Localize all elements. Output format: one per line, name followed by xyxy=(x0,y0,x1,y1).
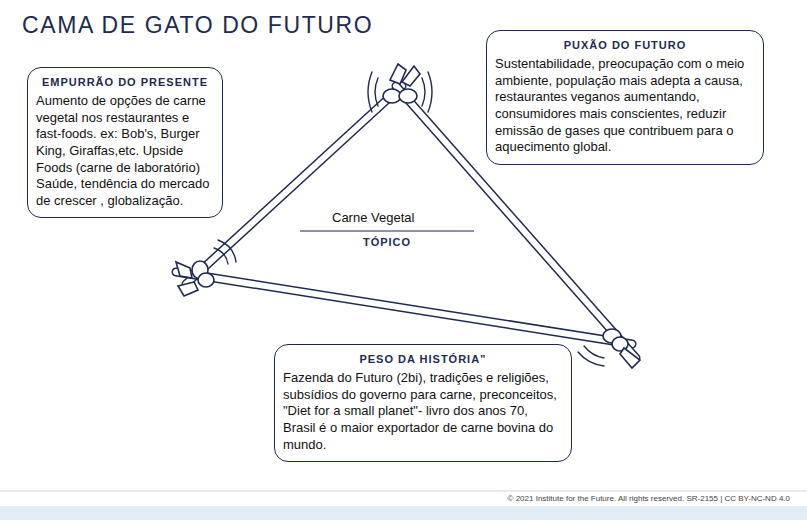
knot-tail xyxy=(178,282,198,296)
box-heading: EMPURRÃO DO PRESENTE xyxy=(36,76,214,88)
box-body: Fazenda do Futuro (2bi), tradições e rel… xyxy=(283,370,563,453)
force-box: EMPURRÃO DO PRESENTE Aumento de opções de… xyxy=(27,67,223,218)
diagram-title: CAMA DE GATO DO FUTURO xyxy=(22,12,373,39)
bottom-band xyxy=(0,506,807,520)
motion-arc xyxy=(375,78,378,106)
force-box: PESO DA HISTÓRIA” Fazenda do Futuro (2bi)… xyxy=(274,344,572,462)
footer-rule xyxy=(0,491,807,492)
box-heading: PUXÃO DO FUTURO xyxy=(495,39,755,51)
topic-rule xyxy=(300,231,474,232)
topic-caption: TÓPICO xyxy=(363,236,411,248)
knot xyxy=(198,273,214,287)
stick-fill xyxy=(176,272,632,344)
topic-text: Carne Vegetal xyxy=(332,210,414,225)
motion-arc xyxy=(214,248,228,264)
box-body: Sustentabilidade, preocupação com o meio… xyxy=(495,56,755,156)
box-heading: PESO DA HISTÓRIA” xyxy=(283,353,563,365)
motion-arc xyxy=(218,240,236,262)
knot xyxy=(399,89,417,103)
box-body: Aumento de opções de carne vegetal nos r… xyxy=(36,93,214,209)
motion-arc xyxy=(422,78,425,106)
force-box: PUXÃO DO FUTURO Sustentabilidade, preocup… xyxy=(486,30,764,165)
motion-arc xyxy=(368,72,372,112)
copyright-note: © 2021 Institute for the Future. All rig… xyxy=(508,494,790,503)
knot-tail xyxy=(620,348,640,368)
motion-arc xyxy=(578,352,604,366)
stick-outline xyxy=(176,272,632,344)
motion-arc xyxy=(584,346,604,358)
knot-tail xyxy=(402,66,420,86)
knot-tail xyxy=(176,262,192,278)
motion-arc xyxy=(428,72,432,112)
